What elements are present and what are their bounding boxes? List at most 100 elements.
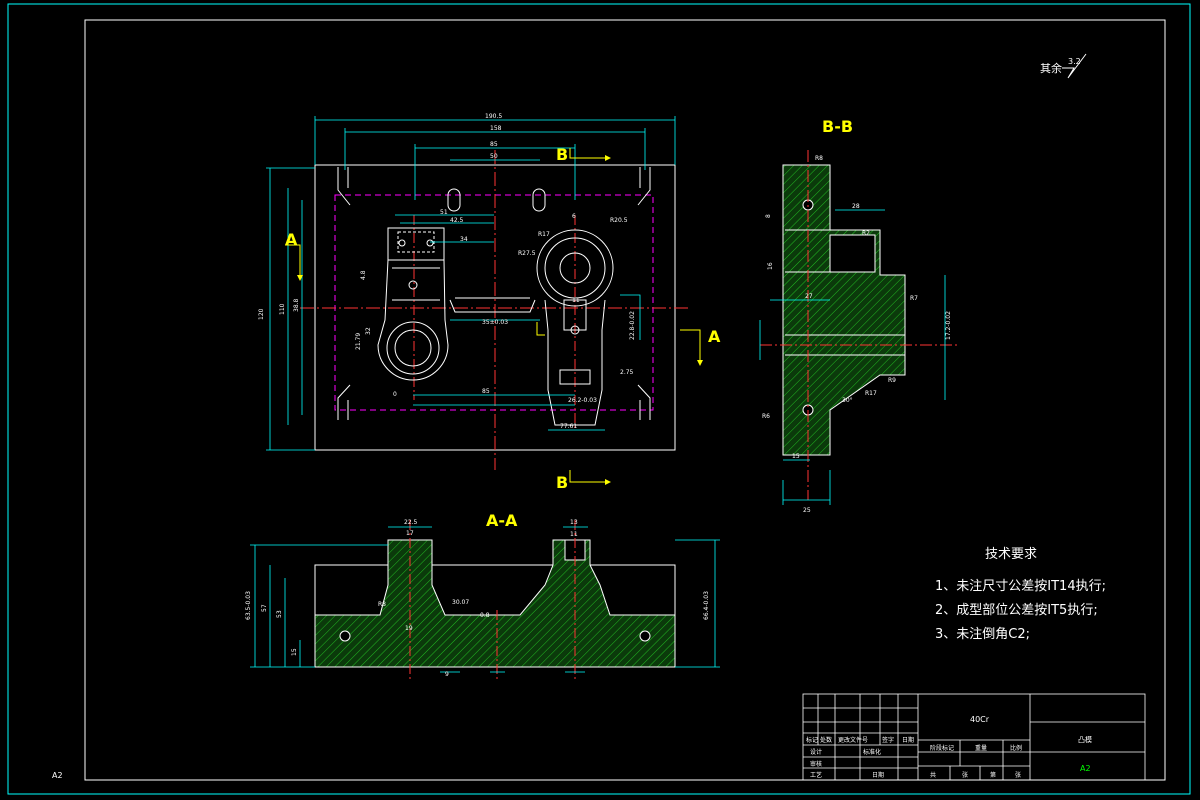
dim-21-79: 32 [365,327,372,335]
plan-view: 190.5 158 85 50 51 42.5 34 6 R17 R20.5 R… [258,113,721,492]
dim-158: 158 [490,125,502,132]
dim-r17: R17 [538,231,550,238]
tb-date: 日期 [872,771,884,779]
bb-dim-15: 15 [792,453,800,460]
cut-a-left: A [285,230,298,249]
dim-34: 34 [460,236,468,243]
tb-process: 工艺 [810,771,822,779]
tb-total: 共 [930,771,936,779]
dim-11: 11 [572,297,580,304]
plan-hidden-rect [334,194,654,411]
dim-110: 38.8 [293,298,300,312]
bb-dim-28: 28 [852,203,860,210]
dim-85-b: 85 [482,388,490,395]
tb-scale: 比例 [1010,744,1022,752]
dim-120: 110 [279,303,286,315]
cut-b-top: B [556,145,568,164]
dim-6: 6 [572,213,576,220]
tech-req-title: 技术要求 [985,547,1037,562]
tb-head-count: 处数 [820,736,832,744]
roughness-symbol: 其余 3.2 [1040,53,1087,79]
tb-head-date: 日期 [902,736,914,744]
dim-42-5: 42.5 [450,217,464,224]
bb-dim-r8: R8 [815,155,823,162]
bb-dim-r9: R9 [888,377,896,384]
left-cavity [377,227,536,381]
tb-head-sign: 签字 [882,736,894,744]
bb-dim-17-2: 17.2-0.02 [945,311,952,340]
aa-section: A-A 22.5 17 13 11 63.5-0.03 57 53 15 [245,511,720,680]
tb-designer: 设计 [810,748,822,756]
bb-dim-30deg: 30° [842,397,853,404]
title-block [802,693,1146,781]
aa-dim-11: 11 [570,531,578,538]
tech-req-item-2: 2、成型部位公差按IT5执行; [935,603,1098,618]
tb-part-name: 凸模 [1078,735,1092,744]
tb-head-docnum: 更改文件号 [838,736,868,744]
bb-dim-25: 25 [803,507,811,514]
cut-b-bottom: B [556,473,568,492]
tb-sheets: 张 [962,771,968,779]
dim-r20-5: R20.5 [610,217,628,224]
dim-2-75: 2.75 [620,369,634,376]
aa-dim-0-8: 0.8 [480,612,490,619]
aa-dim-9: 9 [445,671,449,678]
aa-dim-30-07: 30.07 [452,599,469,606]
tb-sheet-size: A2 [1080,764,1091,773]
dim-51: 51 [440,209,448,216]
aa-dim-15: 15 [291,648,298,656]
roughness-prefix: 其余 [1040,61,1062,75]
bb-section: B-B R8 28 8 16 R2 27 R7 17.2-0.02 15 25 … [759,117,960,514]
aa-dim-19: 19 [405,625,413,632]
dim-22-8: 22.8-0.02 [629,311,636,340]
dim-35: 35±0.03 [482,319,508,326]
bb-dim-16: 16 [767,262,774,270]
aa-dim-57: 57 [261,604,268,612]
tb-weight: 重量 [975,744,987,752]
tb-sheet: 张 [1015,771,1021,779]
tech-req-item-3: 3、未注倒角C2; [935,627,1030,642]
aa-body [314,539,676,668]
bb-body [782,164,906,456]
dim-38-8: 21.79 [355,333,362,350]
dim-26-2: 77.61 [560,423,577,430]
tb-review: 审核 [810,760,822,768]
dim-r27-5: R27.5 [518,250,536,257]
dim-77-61: 0 [393,391,397,398]
bb-dim-r17: R17 [865,390,877,397]
bb-dim-27: 27 [805,293,813,300]
bb-dim-r2: R2 [862,230,870,237]
aa-dim-53: 53 [276,610,283,618]
bb-dim-r6: R6 [762,413,770,420]
cut-a-right: A [708,327,721,346]
bb-dim-r7: R7 [910,295,918,302]
aa-dim-63-5: 63.5-0.03 [245,591,252,620]
aa-dim-17: 17 [406,530,414,537]
dim-85: 85 [490,141,498,148]
tech-requirements: 技术要求 1、未注尺寸公差按IT14执行; 2、成型部位公差按IT5执行; 3、… [935,547,1106,642]
inner-frame [84,19,1166,781]
dim-150-4: 120 [258,308,265,320]
bb-dim-8: 8 [765,214,772,218]
aa-dim-22-5: 22.5 [404,519,418,526]
outer-frame [7,3,1191,795]
tech-req-item-1: 1、未注尺寸公差按IT14执行; [935,579,1106,594]
plan-dimension-lines [266,116,676,451]
roughness-value: 3.2 [1068,57,1081,66]
tb-standard: 标准化 [863,748,881,756]
dim-22-5: 26.2-0.03 [568,397,597,404]
aa-title: A-A [486,511,518,530]
sheet-size-label: A2 [52,771,63,780]
guide-pins [337,167,651,420]
title-block-text: 标记 处数 更改文件号 签字 日期 设计 标准化 审核 工艺 日期 40Cr 阶… [806,715,1092,779]
tb-head-mark: 标记 [806,736,818,744]
dim-32: 4.8 [360,270,367,280]
tb-number: 第 [990,771,996,779]
tb-stage: 阶段标记 [930,744,954,752]
dim-total-width: 190.5 [485,113,502,120]
aa-dim-r8: R8 [378,601,386,608]
dim-50: 50 [490,153,498,160]
section-markers: B B A A [285,145,721,492]
bb-title: B-B [822,117,853,136]
